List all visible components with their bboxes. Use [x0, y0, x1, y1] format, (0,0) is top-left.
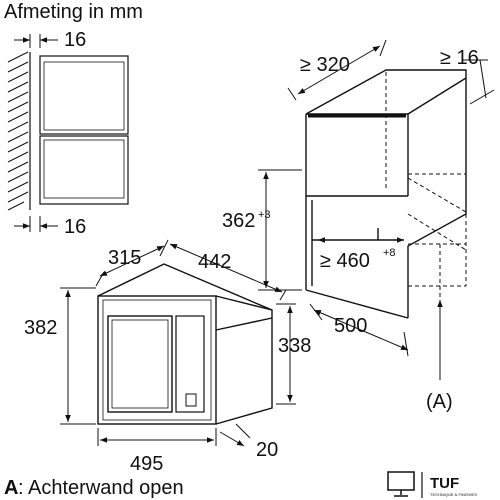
legend-text: : Achterwand open — [18, 477, 184, 499]
dim-body-height: 338 — [278, 335, 311, 357]
appliance-drawing — [60, 239, 296, 447]
badge-label: TUF — [430, 475, 459, 492]
dim-gap-bottom: 16 — [64, 216, 86, 238]
dim-rear-gap: ≥ 16 — [440, 47, 479, 69]
dim-appliance-depth: 315 — [108, 247, 141, 269]
marker-a: (A) — [426, 391, 453, 413]
dim-appliance-height: 382 — [24, 317, 57, 339]
badge-tagline: TECHNIQUE & FINISHES — [430, 492, 477, 497]
dim-opening-height: 362 — [222, 210, 255, 232]
wall-hatching — [7, 51, 29, 211]
monitor-icon — [387, 471, 415, 497]
dim-opening-width: ≥ 460 — [320, 250, 370, 272]
dim-opening-height-tol: +3 — [258, 209, 271, 221]
legend-key: A — [4, 477, 18, 499]
dim-depth-top: ≥ 320 — [300, 54, 350, 76]
dim-gap-top: 16 — [64, 29, 86, 51]
diagram-title: Afmeting in mm — [4, 1, 143, 23]
dim-frame-depth: 20 — [256, 439, 278, 461]
dim-opening-width-tol: +8 — [383, 247, 396, 259]
dim-appliance-width: 495 — [130, 453, 163, 475]
dim-cabinet-depth: 500 — [334, 315, 367, 337]
tuf-badge: TUF TECHNIQUE & FINISHES — [387, 471, 477, 498]
wall-section — [7, 34, 129, 232]
dim-appliance-width-top: 442 — [198, 251, 231, 273]
cabinet-drawing — [258, 39, 495, 380]
